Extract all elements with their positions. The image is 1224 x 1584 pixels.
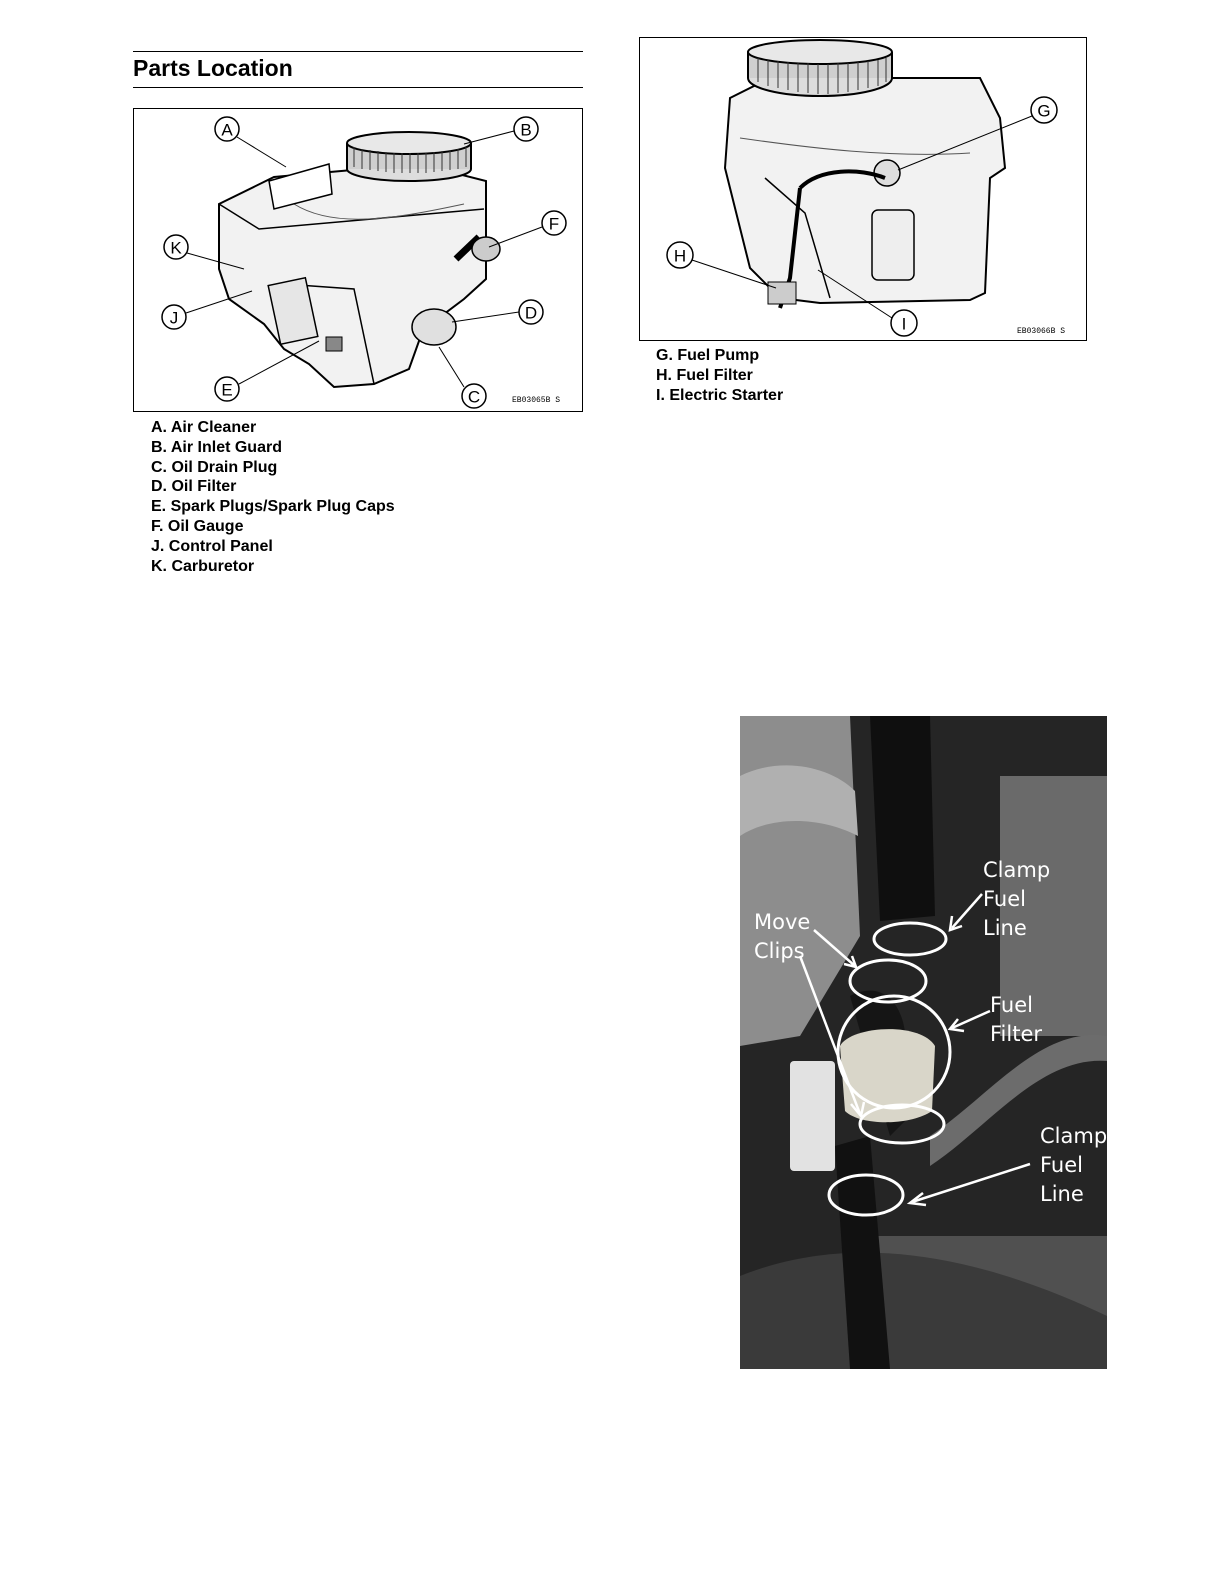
callout-C: C [468, 388, 480, 407]
figure-code-right: EB03066B S [1017, 327, 1066, 336]
callout-D: D [525, 304, 537, 323]
legend-item: F. Oil Gauge [151, 517, 244, 535]
section-bottom-rule [133, 87, 583, 88]
callout-A: A [221, 121, 233, 140]
legend-item: K. Carburetor [151, 557, 255, 575]
legend-item: E. Spark Plugs/Spark Plug Caps [151, 498, 395, 516]
legend-item: B. Air Inlet Guard [151, 438, 282, 456]
figure-code-left: EB03065B S [512, 396, 561, 405]
legend-item: H. Fuel Filter [656, 366, 753, 384]
legend-left: A. Air Cleaner B. Air Inlet Guard C. Oil… [151, 418, 395, 576]
callout-K: K [170, 239, 182, 258]
legend-item: J. Control Panel [151, 537, 273, 555]
engine-drawing-left: A B C D E F J K [161, 116, 567, 409]
legend-item: I. Electric Starter [656, 386, 784, 404]
label-fuel-filter: Fuel Filter [990, 993, 1043, 1046]
section-top-rule [133, 51, 583, 52]
legend-item: G. Fuel Pump [656, 347, 760, 364]
engine-diagram-left: A B C D E F J K EB03065B S [133, 108, 583, 412]
callout-J: J [170, 309, 179, 328]
label-move-clips: Move Clips [754, 910, 811, 963]
legend-right: G. Fuel Pump H. Fuel Filter I. Electric … [656, 346, 783, 405]
callout-B: B [520, 121, 531, 140]
callout-F: F [549, 215, 559, 234]
legend-item: D. Oil Filter [151, 478, 237, 496]
label-clamp-fuel-line-top: Clamp Fuel Line [983, 858, 1051, 940]
section-title: Parts Location [133, 55, 293, 81]
fuel-filter-photo: Clamp Fuel Line Move Clips Fuel Filter C… [740, 716, 1107, 1369]
callout-E: E [221, 381, 232, 400]
legend-item: A. Air Cleaner [151, 419, 257, 436]
photo-drawing [740, 716, 1107, 1369]
legend-item: C. Oil Drain Plug [151, 458, 278, 476]
label-clamp-fuel-line-bottom: Clamp Fuel Line [1040, 1124, 1107, 1206]
callout-G: G [1037, 102, 1050, 121]
engine-diagram-right: G H I EB03066B S [639, 37, 1087, 341]
callout-H: H [674, 247, 686, 266]
callout-I: I [902, 315, 907, 334]
engine-drawing-right: G H I [666, 39, 1058, 337]
